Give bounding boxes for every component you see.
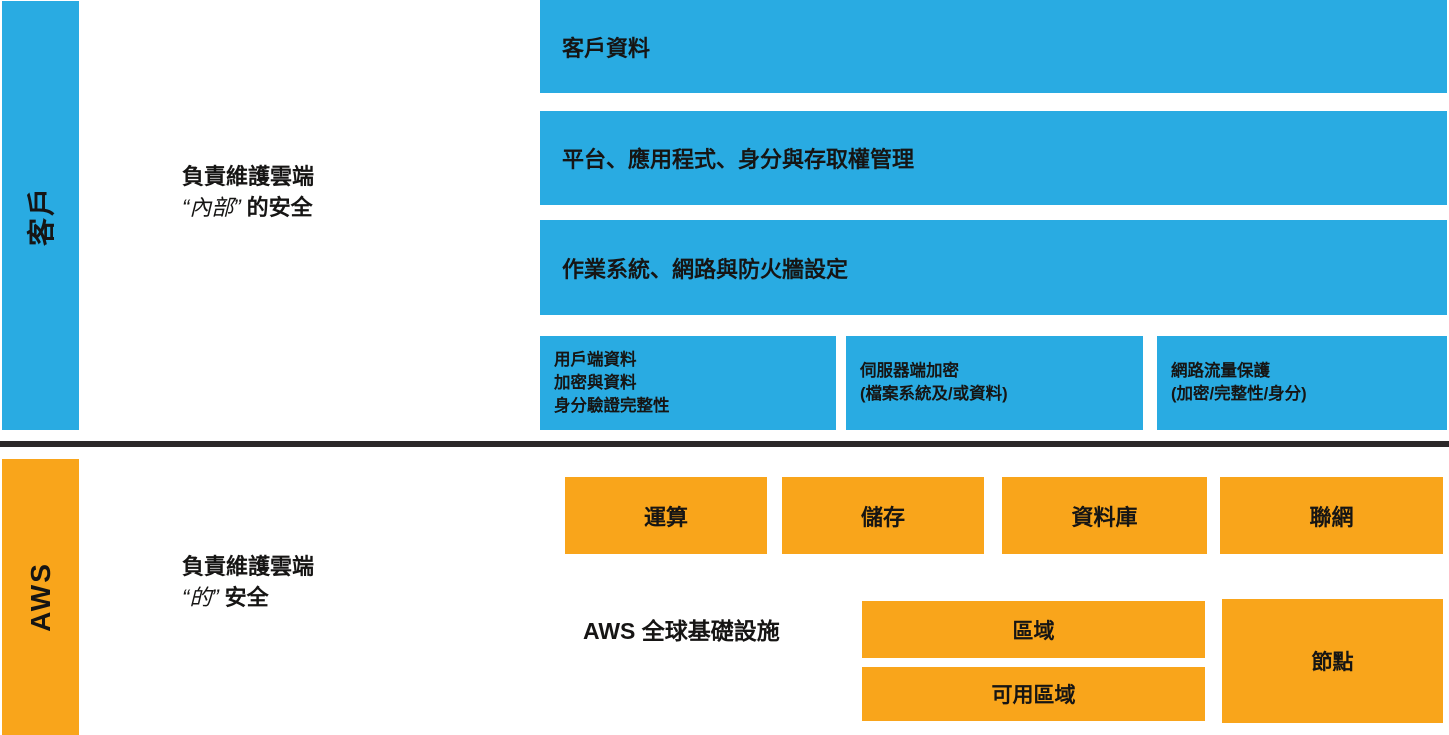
- customer-responsibility-line2: “內部”的安全: [182, 192, 532, 223]
- aws-sidebar: AWS: [2, 459, 79, 735]
- box-edge-locations: 節點: [1222, 599, 1443, 723]
- box-regions-label: 區域: [1012, 619, 1055, 643]
- box-storage: 儲存: [782, 477, 984, 554]
- customer-responsibility-line1: 負責維護雲端: [182, 164, 315, 189]
- global-infrastructure-label: AWS 全球基礎設施: [583, 601, 843, 657]
- box-client-side-encryption-line1: 用戶端資料: [554, 350, 637, 369]
- section-divider: [0, 441, 1449, 447]
- customer-responsibility-quoted: “內部”: [182, 195, 241, 220]
- global-infrastructure-label-text: AWS 全球基礎設施: [583, 618, 780, 644]
- aws-responsibility-line1: 負責維護雲端: [182, 554, 315, 579]
- customer-sidebar-label: 客戶: [26, 185, 58, 246]
- box-server-side-encryption-line2: (檔案系統及/或資料): [860, 385, 1008, 403]
- aws-responsibility-text: 負責維護雲端 “的”安全: [182, 551, 532, 613]
- box-database-label: 資料庫: [1071, 504, 1138, 530]
- box-database: 資料庫: [1002, 477, 1207, 554]
- box-client-side-encryption: 用戶端資料 加密與資料 身分驗證完整性: [540, 336, 836, 430]
- box-network-traffic-protection: 網路流量保護 (加密/完整性/身分): [1157, 336, 1447, 430]
- box-availability-zones: 可用區域: [862, 667, 1205, 721]
- customer-sidebar: 客戶: [2, 1, 79, 430]
- aws-sidebar-label: AWS: [24, 562, 56, 632]
- customer-responsibility-rest: 的安全: [246, 195, 313, 220]
- box-networking-label: 聯網: [1309, 504, 1354, 530]
- box-platform-identity-access-label: 平台、應用程式、身分與存取權管理: [562, 147, 915, 172]
- box-server-side-encryption: 伺服器端加密 (檔案系統及/或資料): [846, 336, 1143, 430]
- box-client-side-encryption-line2: 加密與資料: [554, 373, 637, 392]
- box-compute: 運算: [565, 477, 767, 554]
- box-client-side-encryption-line3: 身分驗證完整性: [554, 396, 670, 415]
- box-regions: 區域: [862, 601, 1205, 658]
- box-networking: 聯網: [1220, 477, 1443, 554]
- box-availability-zones-label: 可用區域: [991, 684, 1076, 707]
- customer-responsibility-text: 負責維護雲端 “內部”的安全: [182, 161, 532, 223]
- aws-responsibility-line2: “的”安全: [182, 582, 532, 613]
- box-os-network-firewall: 作業系統、網路與防火牆設定: [540, 220, 1447, 315]
- box-customer-data-label: 客戶資料: [562, 35, 651, 61]
- box-edge-locations-label: 節點: [1311, 651, 1354, 674]
- box-compute-label: 運算: [643, 504, 688, 530]
- box-os-network-firewall-label: 作業系統、網路與防火牆設定: [562, 256, 849, 282]
- box-network-traffic-protection-line1: 網路流量保護: [1171, 362, 1270, 380]
- aws-responsibility-rest: 安全: [224, 585, 269, 610]
- box-customer-data: 客戶資料: [540, 0, 1447, 93]
- box-server-side-encryption-line1: 伺服器端加密: [860, 362, 959, 380]
- box-storage-label: 儲存: [860, 504, 905, 530]
- aws-responsibility-quoted: “的”: [182, 585, 219, 610]
- box-network-traffic-protection-line2: (加密/完整性/身分): [1171, 385, 1307, 403]
- box-platform-identity-access: 平台、應用程式、身分與存取權管理: [540, 111, 1447, 205]
